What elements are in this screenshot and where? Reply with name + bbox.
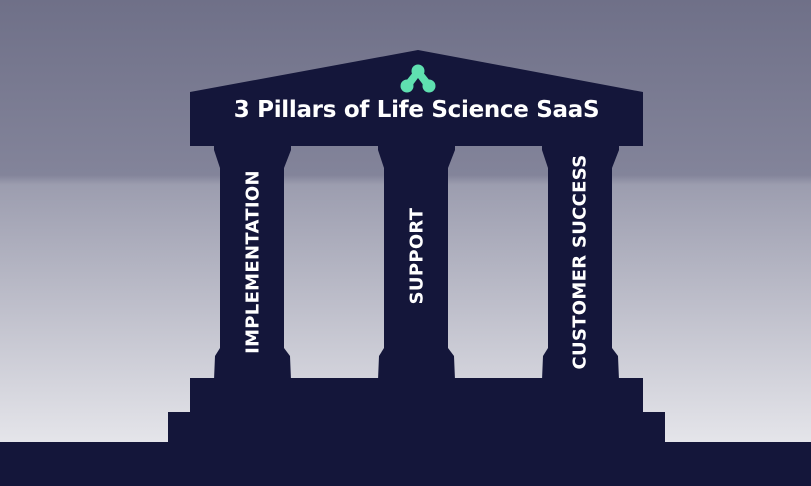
temple-roof [190,50,643,146]
ground [0,442,811,486]
temple-step-top [190,378,643,414]
pillar-column-support [378,146,455,380]
diagram-title: 3 Pillars of Life Science SaaS [233,97,600,123]
pillar-column-customer-success [542,146,619,380]
temple-step-bottom [168,412,665,444]
pillar-column-implementation [214,146,291,380]
brand-logo-icon [400,64,436,93]
